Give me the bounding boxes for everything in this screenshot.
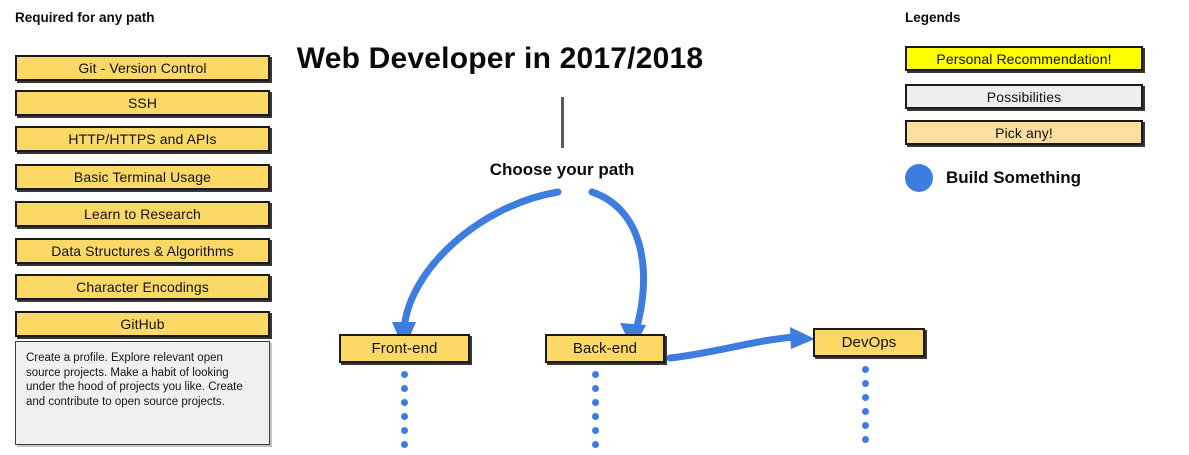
legend-possibilities: Possibilities xyxy=(905,84,1143,109)
dotted-continuation-devops xyxy=(862,366,869,450)
legend-label: Possibilities xyxy=(986,88,1062,105)
legend-build-something: Build Something xyxy=(905,163,1081,193)
path-box-label: Back-end xyxy=(572,340,638,357)
legend-label: Build Something xyxy=(946,168,1082,187)
path-box-front-end[interactable]: Front-end xyxy=(339,334,470,363)
path-box-label: DevOps xyxy=(841,334,897,351)
legends-heading: Legends xyxy=(905,10,961,25)
required-item-label: Learn to Research xyxy=(84,206,201,222)
backend-to-devops-arrow xyxy=(666,327,815,362)
filled-circle-icon xyxy=(905,164,933,192)
required-item-basic-terminal-usage[interactable]: Basic Terminal Usage xyxy=(15,164,270,190)
required-item-label: Character Encodings xyxy=(76,279,209,295)
dotted-continuation-back-end xyxy=(592,371,599,455)
legend-pick-any: Pick any! xyxy=(905,120,1143,145)
path-box-devops[interactable]: DevOps xyxy=(813,328,925,357)
required-item-label: SSH xyxy=(127,95,158,111)
required-item-label: Git - Version Control xyxy=(78,60,207,76)
github-note-text: Create a profile. Explore relevant open … xyxy=(26,352,243,408)
path-box-back-end[interactable]: Back-end xyxy=(545,334,665,363)
required-item-git-version-control[interactable]: Git - Version Control xyxy=(15,55,270,81)
required-item-character-encodings[interactable]: Character Encodings xyxy=(15,274,270,300)
required-item-ssh[interactable]: SSH xyxy=(15,90,270,116)
required-item-label: HTTP/HTTPS and APIs xyxy=(68,131,217,147)
trunk-connector-line xyxy=(561,97,564,148)
legend-personal-recommendation: Personal Recommendation! xyxy=(905,46,1143,71)
required-item-label: GitHub xyxy=(120,316,165,332)
required-item-data-structures-algorithms[interactable]: Data Structures & Algorithms xyxy=(15,238,270,264)
required-item-label: Basic Terminal Usage xyxy=(73,169,212,185)
page-title: Web Developer in 2017/2018 xyxy=(296,42,704,75)
required-item-github[interactable]: GitHub xyxy=(15,311,270,337)
legend-label: Personal Recommendation! xyxy=(936,50,1112,67)
choose-your-path-label: Choose your path xyxy=(489,160,635,179)
path-box-label: Front-end xyxy=(371,340,438,357)
legend-label: Pick any! xyxy=(995,124,1053,141)
required-item-label: Data Structures & Algorithms xyxy=(51,243,234,259)
github-note-panel: Create a profile. Explore relevant open … xyxy=(15,341,270,445)
required-section-heading: Required for any path xyxy=(15,10,155,25)
dotted-continuation-front-end xyxy=(401,371,408,455)
required-item-learn-to-research[interactable]: Learn to Research xyxy=(15,201,270,227)
required-item-http-https-and-apis[interactable]: HTTP/HTTPS and APIs xyxy=(15,126,270,152)
